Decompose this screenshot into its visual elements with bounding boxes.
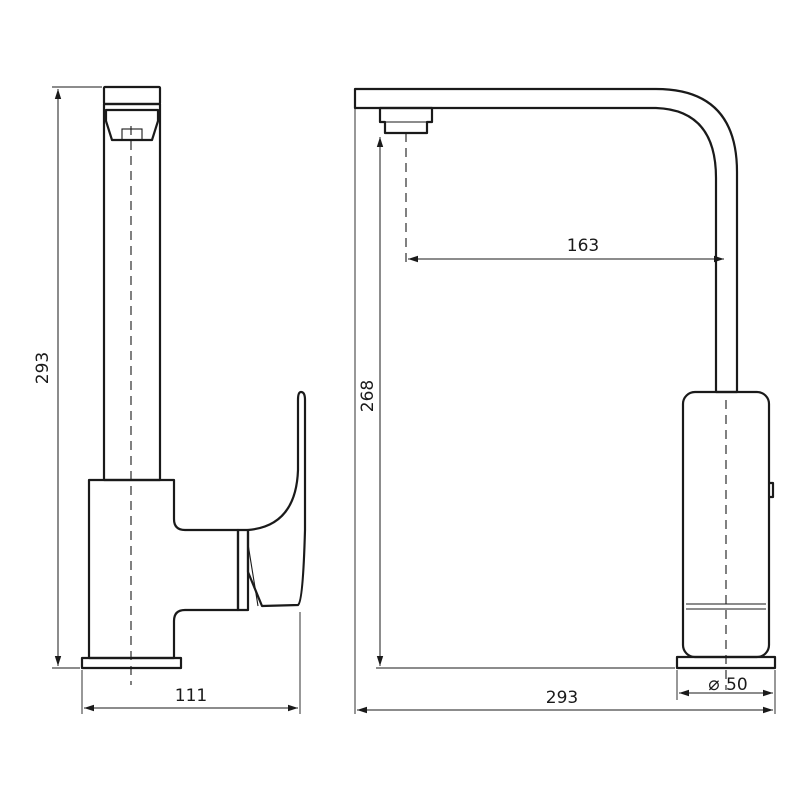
side-body [87,478,240,660]
side-dimensions: 293 111 [33,86,301,714]
side-lever-handle [246,390,307,608]
front-lever-knob [769,481,775,499]
front-spout [353,87,739,394]
side-spout-column [102,102,162,482]
side-aerator [104,108,160,142]
dim-label-front-reach: 163 [567,236,599,256]
side-spout-cap [102,85,162,106]
dim-label-front-width: 293 [546,688,578,708]
front-aerator [378,106,434,135]
side-cartridge [236,528,250,612]
dim-label-side-depth: 111 [175,686,207,706]
dim-label-front-height: 268 [358,380,378,412]
side-view [80,85,307,685]
front-view [353,87,777,690]
dim-label-side-height: 293 [33,352,53,384]
diameter-symbol: ⌀ [708,673,719,695]
front-dimensions: 163 268 293 ⌀ 50 [354,90,776,714]
dim-label-base-diameter: 50 [726,675,748,695]
